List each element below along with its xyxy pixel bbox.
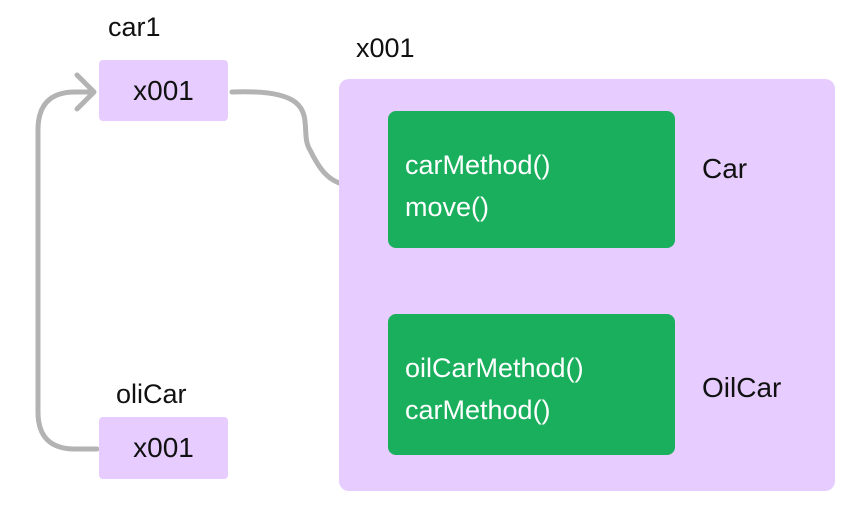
car1-ref-value: x001	[133, 74, 194, 106]
olicar-ref-value: x001	[133, 432, 194, 463]
car-method-1: carMethod()	[405, 150, 551, 180]
heap-address-label: x001	[356, 33, 415, 63]
oilcar-method-1: oilCarMethod()	[405, 353, 584, 383]
oilcar-methods-box: oilCarMethod() carMethod()	[388, 314, 675, 455]
car-methods-box: carMethod() move()	[388, 111, 675, 248]
car-class-label: Car	[702, 153, 748, 184]
olicar-to-car1-arrowhead	[74, 72, 97, 112]
olicar-to-car1-arrow	[35, 89, 100, 452]
oilcar-class-label: OilCar	[702, 372, 782, 403]
car-method-2: move()	[405, 191, 490, 222]
car1-var-name: car1	[108, 12, 161, 42]
olicar-var-name: oliCar	[116, 379, 187, 409]
oilcar-method-2: carMethod()	[405, 394, 551, 425]
olicar-ref-box: x001	[99, 417, 228, 479]
car1-ref-box: x001	[99, 60, 228, 121]
